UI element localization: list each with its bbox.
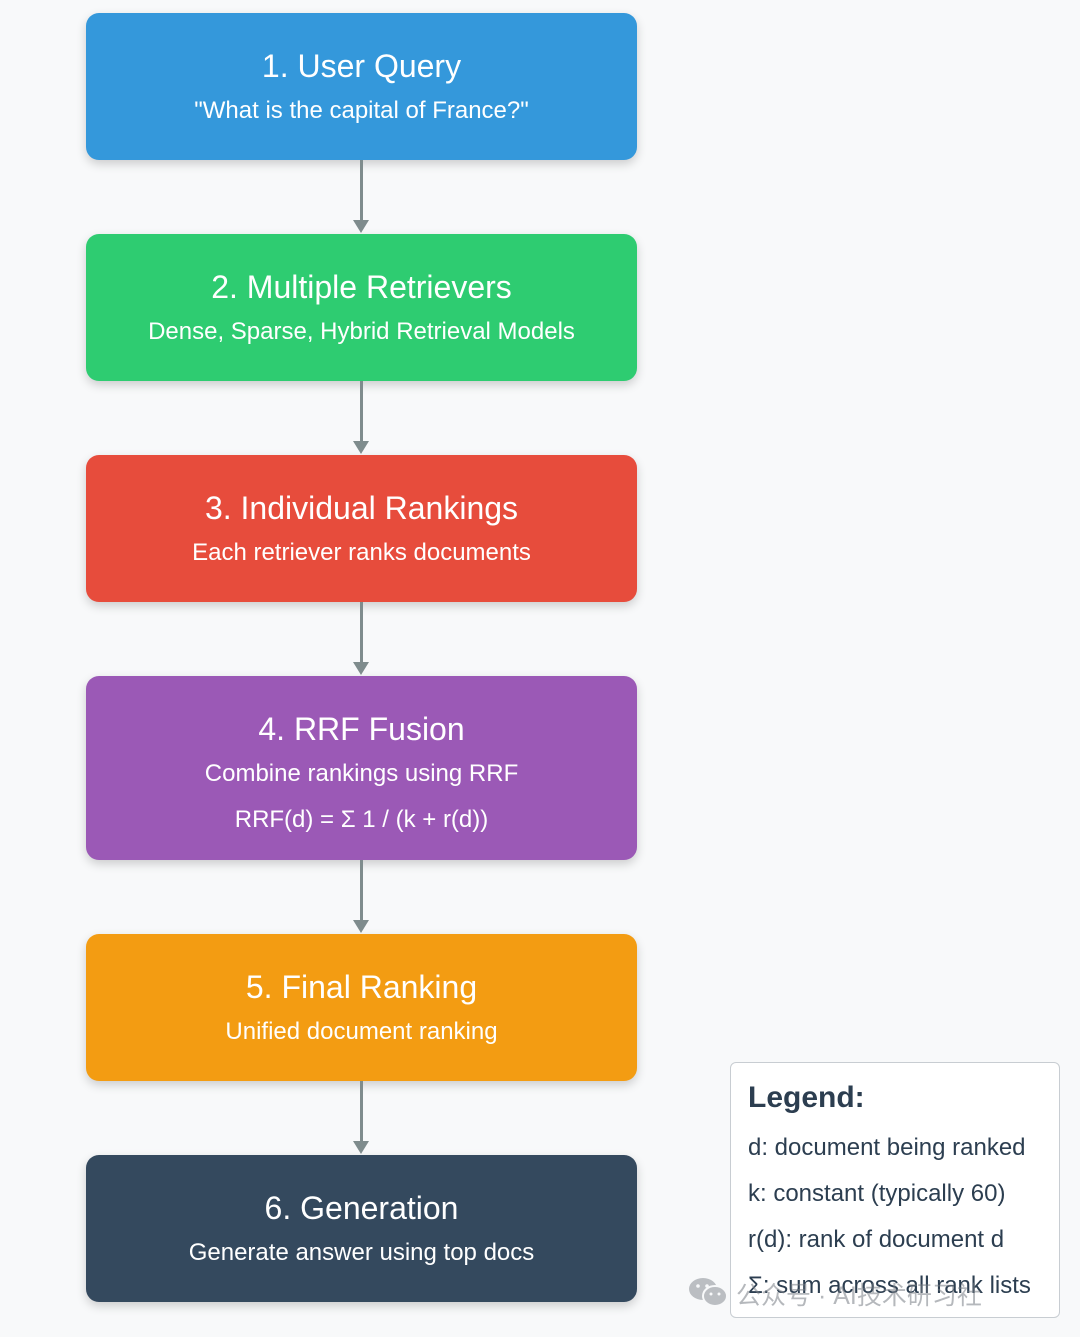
step-description: Each retriever ranks documents [192, 539, 531, 566]
wechat-icon [688, 1275, 728, 1314]
watermark: 公众号 · AI技术研习社 [688, 1274, 982, 1314]
step-title: 5. Final Ranking [245, 969, 478, 1005]
rrf-formula: RRF(d) = Σ 1 / (k + r(d)) [234, 806, 489, 833]
connector-line [360, 1081, 363, 1143]
step-description: Generate answer using top docs [188, 1239, 535, 1266]
step-individual-rankings: 3. Individual Rankings Each retriever ra… [86, 455, 637, 602]
step-title: 4. RRF Fusion [258, 711, 465, 747]
legend-item: d: document being ranked [748, 1134, 1026, 1161]
legend-title: Legend: [748, 1081, 865, 1114]
arrow-down-icon [353, 1141, 369, 1154]
legend-item: k: constant (typically 60) [748, 1180, 1006, 1207]
step-title: 1. User Query [261, 48, 462, 84]
legend-item: Σ: sum across all rank lists [748, 1272, 1031, 1299]
step-title: 2. Multiple Retrievers [211, 269, 512, 305]
arrow-down-icon [353, 220, 369, 233]
connector-line [360, 860, 363, 922]
step-final-ranking: 5. Final Ranking Unified document rankin… [86, 934, 637, 1081]
watermark-text: 公众号 · AI技术研习社 [736, 1282, 982, 1310]
step-rrf-fusion: 4. RRF Fusion Combine rankings using RRF… [86, 676, 637, 860]
step-description: Dense, Sparse, Hybrid Retrieval Models [148, 318, 575, 345]
arrow-down-icon [353, 441, 369, 454]
connector-line [360, 602, 363, 664]
step-title: 6. Generation [264, 1190, 459, 1226]
step-title: 3. Individual Rankings [204, 490, 519, 526]
step-user-query: 1. User Query "What is the capital of Fr… [86, 13, 637, 160]
step-multiple-retrievers: 2. Multiple Retrievers Dense, Sparse, Hy… [86, 234, 637, 381]
step-description: "What is the capital of France?" [194, 97, 529, 124]
arrow-down-icon [353, 662, 369, 675]
step-description: Unified document ranking [225, 1018, 498, 1045]
legend-box: Legend: d: document being ranked k: cons… [730, 1062, 1060, 1318]
connector-line [360, 160, 363, 222]
connector-line [360, 381, 363, 443]
legend-item: r(d): rank of document d [748, 1226, 1005, 1253]
step-description: Combine rankings using RRF [204, 760, 519, 787]
step-generation: 6. Generation Generate answer using top … [86, 1155, 637, 1302]
arrow-down-icon [353, 920, 369, 933]
